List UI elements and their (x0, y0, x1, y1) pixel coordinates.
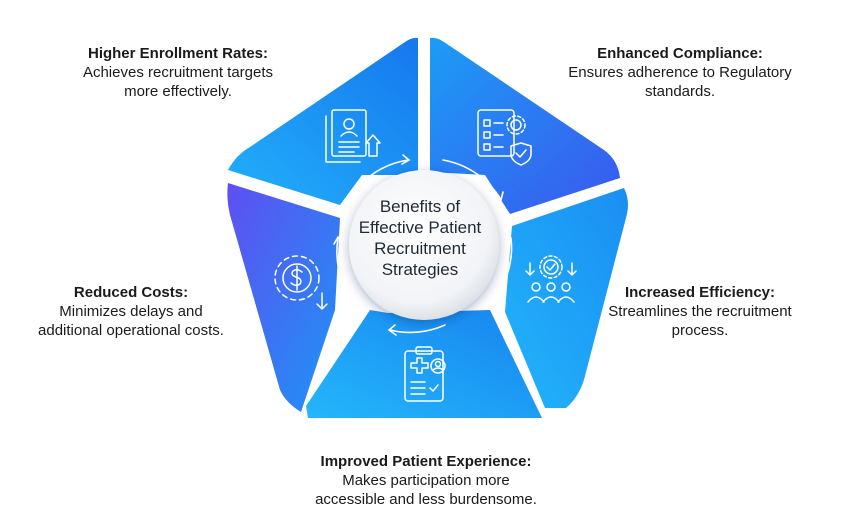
label-desc-line: process. (671, 322, 729, 339)
label-desc-line: additional operational costs. (38, 322, 224, 339)
label-title: Increased Efficiency: (624, 284, 776, 301)
label-desc-line: more effectively. (124, 83, 232, 100)
cycle-arrows (333, 154, 513, 336)
checklist-gear-shield-icon (477, 109, 532, 166)
label-title: Reduced Costs: (73, 284, 189, 301)
label-desc-line: Achieves recruitment targets (82, 64, 274, 81)
label-title: Enhanced Compliance: (597, 45, 763, 62)
document-user-upload-icon (325, 109, 381, 163)
segment-right (505, 188, 628, 408)
label-increased-efficiency: Increased Efficiency: Streamlines the re… (570, 283, 830, 340)
gear-dollar-down-icon (274, 255, 328, 310)
label-desc-line: Makes participation more (342, 472, 510, 489)
center-title-line: Benefits of (379, 197, 461, 216)
label-title: Higher Enrollment Rates: (87, 45, 269, 62)
team-gear-icon (525, 255, 577, 303)
segment-bottom (306, 310, 542, 418)
label-enhanced-compliance: Enhanced Compliance: Ensures adherence t… (530, 44, 830, 101)
label-improved-patient-experience: Improved Patient Experience: Makes parti… (276, 452, 576, 509)
segment-top-left (228, 37, 418, 206)
label-desc-line: standards. (644, 83, 716, 100)
center-title: Benefits of Effective Patient Recruitmen… (345, 196, 495, 280)
center-circle (349, 170, 499, 320)
label-desc-line: Minimizes delays and (59, 303, 203, 320)
medical-clipboard-icon (404, 346, 446, 402)
label-higher-enrollment: Higher Enrollment Rates: Achieves recrui… (28, 44, 328, 101)
label-reduced-costs: Reduced Costs: Minimizes delays and addi… (0, 283, 262, 340)
label-desc-line: accessible and less burdensome. (315, 491, 537, 508)
label-desc-line: Streamlines the recruitment (608, 303, 792, 320)
center-title-line: Strategies (381, 260, 459, 279)
center-title-line: Effective Patient (358, 218, 482, 237)
segment-left (227, 183, 340, 412)
center-title-line: Recruitment (374, 239, 466, 258)
label-title: Improved Patient Experience: (320, 453, 532, 470)
label-desc-line: Ensures adherence to Regulatory (568, 64, 792, 81)
